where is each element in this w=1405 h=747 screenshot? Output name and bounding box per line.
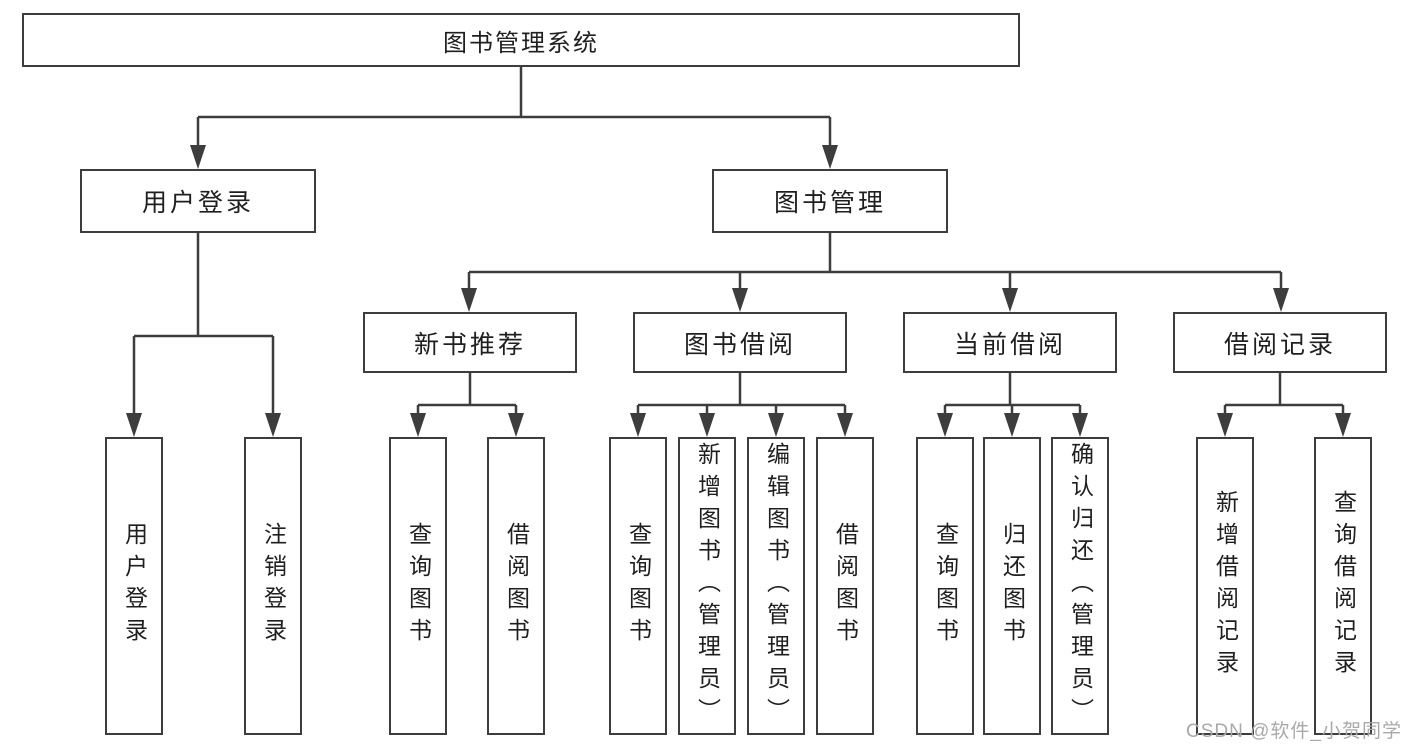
leaf-logout: 注销登录 bbox=[244, 437, 302, 735]
leaf-borrow-books-2: 借阅图书 bbox=[816, 437, 874, 735]
node-current-borrow: 当前借阅 bbox=[903, 312, 1117, 373]
connector-new-book-recommend-children bbox=[416, 373, 518, 415]
arrowhead-leaf-query-books-2 bbox=[630, 413, 646, 437]
arrowhead-leaf-confirm-return bbox=[1072, 413, 1088, 437]
node-book-management: 图书管理 bbox=[712, 169, 948, 233]
connector-borrow-records-children bbox=[1223, 373, 1345, 415]
leaf-confirm-return-label: 确认归还（管理员） bbox=[1067, 442, 1094, 730]
leaf-add-borrow-record-label: 新增借阅记录 bbox=[1212, 490, 1239, 682]
node-user-login: 用户登录 bbox=[80, 169, 316, 233]
connector-user-login-children bbox=[132, 233, 275, 415]
node-book-management-label: 图书管理 bbox=[773, 189, 886, 217]
arrowhead-leaf-query-books-3 bbox=[937, 413, 953, 437]
leaf-query-books-3-label: 查询图书 bbox=[932, 522, 959, 650]
leaf-add-book: 新增图书（管理员） bbox=[678, 437, 736, 735]
arrowhead-leaf-borrow-books-2 bbox=[837, 413, 853, 437]
leaf-query-books-1-label: 查询图书 bbox=[405, 522, 432, 650]
arrowhead-borrow-records bbox=[1273, 288, 1289, 312]
node-book-borrow: 图书借阅 bbox=[633, 312, 847, 373]
leaf-query-borrow-record: 查询借阅记录 bbox=[1314, 437, 1372, 735]
connector-root-to-level2 bbox=[196, 67, 832, 147]
node-new-book-recommend: 新书推荐 bbox=[363, 312, 577, 373]
node-root-label: 图书管理系统 bbox=[443, 29, 599, 57]
leaf-query-books-2-label: 查询图书 bbox=[625, 522, 652, 650]
arrowhead-leaf-borrow-books-1 bbox=[508, 413, 524, 437]
arrowhead-leaf-logout bbox=[265, 413, 281, 437]
leaf-return-book-label: 归还图书 bbox=[999, 522, 1026, 650]
leaf-borrow-books-1: 借阅图书 bbox=[487, 437, 545, 735]
leaf-edit-book-label: 编辑图书（管理员） bbox=[763, 442, 790, 730]
node-borrow-records: 借阅记录 bbox=[1173, 312, 1387, 373]
node-user-login-label: 用户登录 bbox=[141, 189, 254, 217]
leaf-user-login: 用户登录 bbox=[105, 437, 163, 735]
connector-current-borrow-children bbox=[943, 373, 1082, 415]
connector-book-management-children bbox=[467, 233, 1283, 290]
arrowhead-leaf-query-books-1 bbox=[410, 413, 426, 437]
leaf-confirm-return: 确认归还（管理员） bbox=[1051, 437, 1109, 735]
arrowhead-leaf-edit-book bbox=[768, 413, 784, 437]
node-current-borrow-label: 当前借阅 bbox=[953, 330, 1066, 359]
node-borrow-records-label: 借阅记录 bbox=[1223, 330, 1336, 359]
leaf-borrow-books-2-label: 借阅图书 bbox=[832, 522, 859, 650]
arrowhead-leaf-return-book bbox=[1004, 413, 1020, 437]
arrowhead-leaf-query-record bbox=[1335, 413, 1351, 437]
leaf-return-book: 归还图书 bbox=[983, 437, 1041, 735]
arrowhead-book-borrow bbox=[732, 288, 748, 312]
arrowhead-new-book-recommend bbox=[461, 288, 477, 312]
arrowhead-user-login bbox=[190, 145, 206, 169]
node-book-borrow-label: 图书借阅 bbox=[683, 330, 796, 359]
leaf-add-book-label: 新增图书（管理员） bbox=[694, 442, 721, 730]
leaf-borrow-books-1-label: 借阅图书 bbox=[503, 522, 530, 650]
leaf-logout-label: 注销登录 bbox=[260, 522, 287, 650]
node-root: 图书管理系统 bbox=[22, 13, 1020, 67]
connector-book-borrow-children bbox=[636, 373, 847, 415]
csdn-watermark: CSDN @软件_小贺同学 bbox=[1186, 721, 1402, 742]
leaf-query-borrow-record-label: 查询借阅记录 bbox=[1330, 490, 1357, 682]
arrowhead-leaf-add-book bbox=[699, 413, 715, 437]
leaf-query-books-3: 查询图书 bbox=[916, 437, 974, 735]
leaf-query-books-1: 查询图书 bbox=[389, 437, 447, 735]
arrowhead-leaf-user-login bbox=[126, 413, 142, 437]
leaf-query-books-2: 查询图书 bbox=[609, 437, 667, 735]
arrowhead-current-borrow bbox=[1002, 288, 1018, 312]
leaf-user-login-label: 用户登录 bbox=[121, 522, 148, 650]
node-new-book-recommend-label: 新书推荐 bbox=[413, 330, 526, 359]
arrowhead-leaf-add-record bbox=[1217, 413, 1233, 437]
arrowhead-book-management bbox=[822, 145, 838, 169]
leaf-add-borrow-record: 新增借阅记录 bbox=[1196, 437, 1254, 735]
leaf-edit-book: 编辑图书（管理员） bbox=[747, 437, 805, 735]
